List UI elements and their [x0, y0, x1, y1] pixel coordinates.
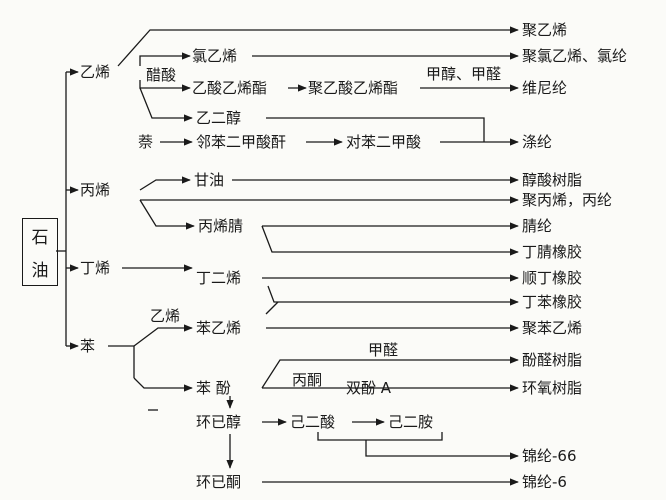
product-polyethylene: 聚乙烯	[522, 21, 568, 39]
product-vinylon: 维尼纶	[522, 79, 568, 97]
label-acetone-reagent: 丙酮	[292, 371, 323, 389]
node-bisphenol-a: 双酚 A	[346, 379, 392, 397]
node-terephthalic-acid: 对苯二甲酸	[346, 133, 422, 151]
node-butadiene: 丁二烯	[196, 269, 242, 287]
product-polyester: 涤纶	[522, 133, 553, 151]
node-cyclohexanol: 环已醇	[196, 413, 242, 431]
node-ethylene: 乙烯	[80, 63, 111, 81]
node-butylene: 丁烯	[80, 259, 111, 277]
source-char-2: 油	[31, 261, 49, 281]
node-glycerol: 甘油	[194, 171, 225, 189]
node-polyvinyl-acetate: 聚乙酸乙烯酯	[308, 79, 399, 97]
node-cyclohexanone: 环已酮	[196, 473, 242, 491]
node-naphthalene: 萘	[138, 133, 154, 151]
node-vinyl-acetate: 乙酸乙烯酯	[192, 79, 268, 97]
node-styrene: 苯乙烯	[196, 319, 242, 337]
product-pvc-fiber: 聚氯乙烯、氯纶	[522, 47, 628, 65]
node-acetic-acid: 醋酸	[146, 66, 177, 84]
node-propylene: 丙烯	[80, 181, 111, 199]
node-phthalic-anhydride: 邻苯二甲酸酐	[196, 133, 287, 151]
node-hexanediamine: 己二胺	[388, 413, 434, 431]
product-alkyd-resin: 醇酸树脂	[522, 171, 583, 189]
product-br: 顺丁橡胶	[522, 269, 583, 287]
product-polypropylene: 聚丙烯，丙纶	[522, 191, 613, 209]
product-polystyrene: 聚苯乙烯	[522, 319, 583, 337]
node-ethylene-glycol: 乙二醇	[196, 109, 242, 127]
node-acrylonitrile: 丙烯腈	[198, 217, 244, 235]
product-nbr: 丁腈橡胶	[522, 243, 583, 261]
product-acrylic: 腈纶	[522, 217, 553, 235]
label-formaldehyde-reagent: 甲醛	[368, 341, 399, 359]
product-phenolic-resin: 酚醛树脂	[522, 351, 583, 369]
node-benzene: 苯	[80, 337, 96, 355]
label-ethylene-reagent: 乙烯	[150, 307, 181, 325]
source-box-petroleum: 石 油	[22, 218, 58, 286]
node-phenol: 苯 酚	[196, 379, 231, 397]
product-epoxy-resin: 环氧树脂	[522, 379, 583, 397]
node-vinyl-chloride: 氯乙烯	[192, 47, 238, 65]
product-nylon6: 锦纶-6	[522, 473, 567, 491]
product-nylon66: 锦纶-66	[522, 447, 577, 465]
product-sbr: 丁苯橡胶	[522, 293, 583, 311]
node-adipic-acid: 己二酸	[290, 413, 336, 431]
source-char-1: 石	[31, 228, 49, 248]
node-methanol-formaldehyde: 甲醇、甲醛	[426, 65, 502, 83]
